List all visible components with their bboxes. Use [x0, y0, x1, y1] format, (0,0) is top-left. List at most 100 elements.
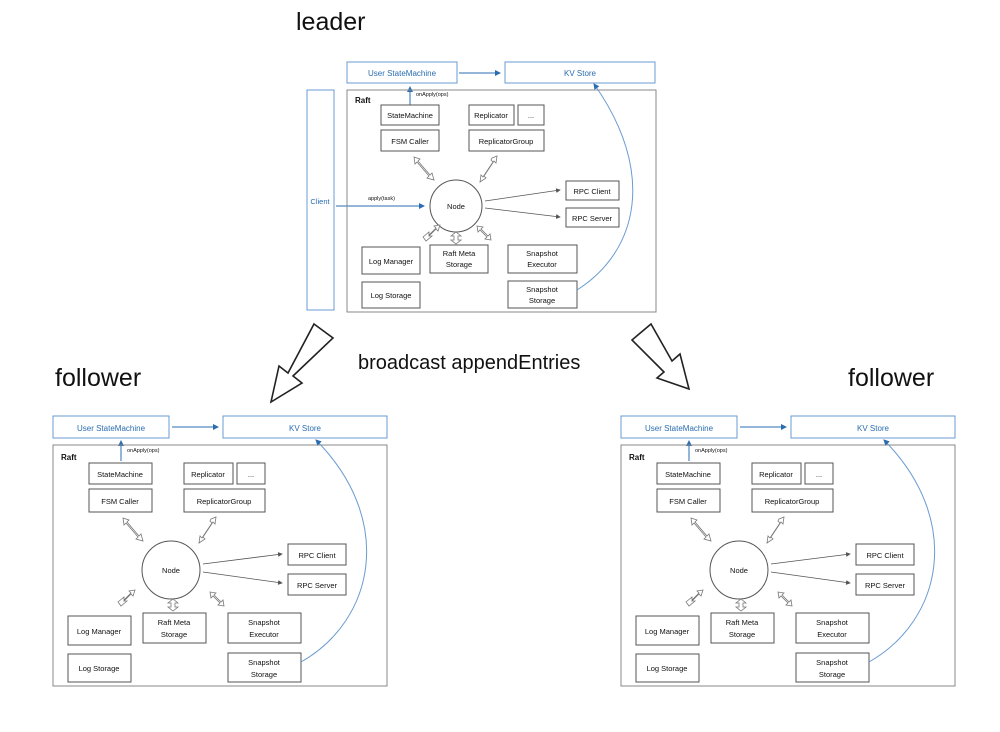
- fl-replicator-label: Replicator: [191, 470, 225, 479]
- fr-kv-store-label: KV Store: [857, 424, 890, 433]
- fl-kv-store-label: KV Store: [289, 424, 322, 433]
- fr-replicator-group-box: [751, 488, 834, 513]
- fl-snapshot-storage-box: [227, 652, 302, 683]
- leader-snapshot-executor-label-1: Snapshot: [526, 249, 559, 258]
- leader-client-label: Client: [310, 197, 330, 206]
- leader-rpc-client-box: [565, 180, 620, 201]
- fl-snapshot-executor-box: [227, 612, 302, 644]
- fr-snapshot-executor-label-2: Executor: [817, 630, 847, 639]
- fl-raft-meta-label-2: Storage: [161, 630, 187, 639]
- fr-kv-store-box: [790, 415, 956, 439]
- leader-snapshot-storage-box: [507, 280, 578, 309]
- fl-node-circle: [141, 540, 201, 600]
- fr-node-label: Node: [730, 566, 748, 575]
- fr-snapshot-executor-label-1: Snapshot: [816, 618, 849, 627]
- fl-rpc-client-label: RPC Client: [298, 551, 336, 560]
- broadcast-arrow-right: [630, 322, 691, 391]
- fr-replicator-label: Replicator: [759, 470, 793, 479]
- fr-node-circle: [709, 540, 769, 600]
- leader-user-statemachine-box: [346, 61, 458, 84]
- fl-log-storage-box: [67, 653, 132, 683]
- fl-snapshot-executor-label-1: Snapshot: [248, 618, 281, 627]
- fl-ellipsis-label: ...: [248, 470, 254, 479]
- fr-rpc-client-label: RPC Client: [866, 551, 904, 560]
- leader-raft-meta-label-2: Storage: [446, 260, 472, 269]
- leader-ellipsis-box: [517, 104, 545, 126]
- fl-onapply-label: onApply(ops): [127, 448, 160, 454]
- fr-log-storage-label: Log Storage: [647, 664, 688, 673]
- leader-statemachine-label: StateMachine: [387, 111, 433, 120]
- fl-double-arrows: [117, 516, 225, 612]
- leader-rpc-server-label: RPC Server: [572, 214, 613, 223]
- fr-raft-container: [620, 444, 956, 687]
- leader-apply-task-label: apply(task): [368, 196, 395, 202]
- fl-log-manager-box: [67, 615, 132, 646]
- broadcast-label: broadcast appendEntries: [358, 352, 581, 374]
- fr-raft-meta-storage-box: [710, 612, 775, 644]
- leader-raft-container: [346, 89, 657, 313]
- fl-snapshot-to-kv-curve: [300, 439, 368, 663]
- fr-rpc-server-box: [855, 573, 915, 596]
- fl-rpc-server-label: RPC Server: [297, 581, 338, 590]
- fr-snapshot-to-kv-curve: [868, 439, 936, 663]
- leader-fsm-caller-label: FSM Caller: [391, 137, 429, 146]
- fl-raft-container: [52, 444, 388, 687]
- fr-log-manager-label: Log Manager: [645, 627, 690, 636]
- fr-onapply-label: onApply(ops): [695, 448, 728, 454]
- fl-raft-meta-storage-box: [142, 612, 207, 644]
- leader-rpc-client-label: RPC Client: [573, 187, 611, 196]
- follower-left-heading: follower: [55, 364, 142, 392]
- fl-snapshot-executor-label-2: Executor: [249, 630, 279, 639]
- leader-rpc-server-box: [565, 207, 620, 228]
- leader-statemachine-box: [380, 104, 440, 126]
- leader-raft-meta-label-1: Raft Meta: [443, 249, 476, 258]
- fr-rpc-server-label: RPC Server: [865, 581, 906, 590]
- fl-kv-store-box: [222, 415, 388, 439]
- fr-ellipsis-box: [804, 462, 834, 485]
- leader-raft-meta-storage-box: [429, 244, 489, 274]
- fl-user-statemachine-label: User StateMachine: [77, 424, 146, 433]
- leader-replicator-box: [468, 104, 515, 126]
- leader-user-statemachine-label: User StateMachine: [368, 69, 437, 78]
- leader-node-circle: [429, 179, 483, 233]
- fr-raft-meta-label-2: Storage: [729, 630, 755, 639]
- fr-snapshot-storage-label-1: Snapshot: [816, 658, 849, 667]
- fl-log-manager-label: Log Manager: [77, 627, 122, 636]
- fr-replicator-box: [751, 462, 802, 485]
- fr-statemachine-box: [656, 462, 721, 485]
- fr-log-storage-box: [635, 653, 700, 683]
- leader-fsm-caller-box: [380, 129, 440, 152]
- leader-replicator-label: Replicator: [474, 111, 508, 120]
- fl-fsm-caller-box: [88, 488, 153, 513]
- fr-user-statemachine-box: [620, 415, 738, 439]
- fl-statemachine-label: StateMachine: [97, 470, 143, 479]
- fr-statemachine-label: StateMachine: [665, 470, 711, 479]
- leader-replicator-group-box: [468, 129, 545, 152]
- fr-raft-meta-label-1: Raft Meta: [726, 618, 759, 627]
- leader-replicator-group-label: ReplicatorGroup: [479, 137, 534, 146]
- fl-replicator-box: [183, 462, 234, 485]
- fl-snapshot-storage-label-1: Snapshot: [248, 658, 281, 667]
- fr-fsm-caller-label: FSM Caller: [669, 497, 707, 506]
- fl-ellipsis-box: [236, 462, 266, 485]
- fl-rpc-client-box: [287, 543, 347, 566]
- fr-snapshot-executor-box: [795, 612, 870, 644]
- leader-raft-label: Raft: [355, 96, 371, 105]
- fl-fsm-caller-label: FSM Caller: [101, 497, 139, 506]
- fl-statemachine-box: [88, 462, 153, 485]
- fl-node-label: Node: [162, 566, 180, 575]
- fl-raft-meta-label-1: Raft Meta: [158, 618, 191, 627]
- broadcast-arrow-left: [269, 322, 335, 404]
- leader-ellipsis-label: ...: [528, 111, 534, 120]
- fr-rpc-client-box: [855, 543, 915, 566]
- fl-user-statemachine-box: [52, 415, 170, 439]
- leader-node-label: Node: [447, 202, 465, 211]
- leader-kv-store-box: [504, 61, 656, 84]
- leader-kv-store-label: KV Store: [564, 69, 597, 78]
- leader-log-manager-box: [361, 246, 421, 275]
- leader-log-storage-label: Log Storage: [371, 291, 412, 300]
- fr-raft-label: Raft: [629, 453, 645, 462]
- leader-onapply-label: onApply(ops): [416, 92, 449, 98]
- fl-replicator-group-box: [183, 488, 266, 513]
- fl-log-storage-label: Log Storage: [79, 664, 120, 673]
